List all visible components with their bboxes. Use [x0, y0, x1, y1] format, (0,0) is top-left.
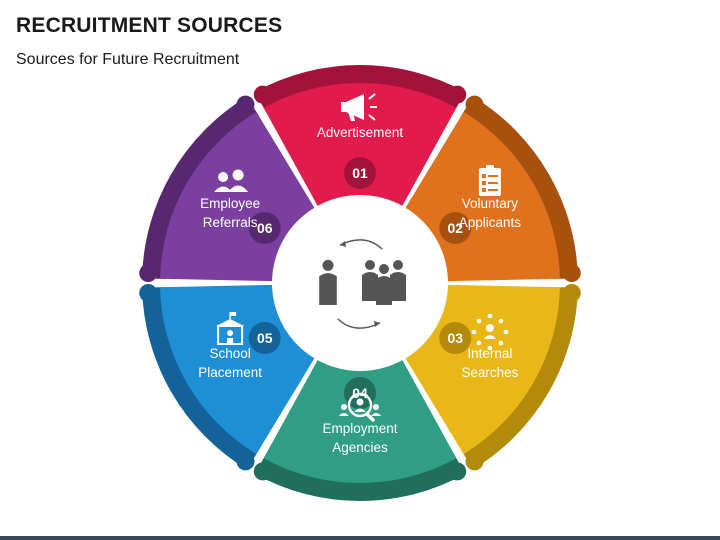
segment-label: Internal — [467, 346, 512, 361]
people-network-icon — [471, 313, 509, 351]
number-badge — [248, 212, 281, 244]
number-badge — [248, 322, 281, 354]
school-building-icon — [216, 312, 245, 345]
rim-knob — [448, 85, 467, 104]
segment-sector — [263, 360, 457, 483]
segment-label: Employment — [322, 421, 397, 436]
segment-label: Referrals — [203, 215, 258, 230]
rim-knob — [465, 452, 484, 471]
rim-knob — [236, 452, 255, 471]
segment-label: Advertisement — [317, 125, 404, 140]
rim-knob — [253, 85, 272, 104]
team-people-icon — [319, 239, 406, 329]
bottom-bar — [0, 536, 720, 540]
rim-knob — [236, 95, 255, 114]
rim-knob — [448, 462, 467, 481]
segment-sector — [263, 83, 457, 206]
megaphone-icon — [341, 93, 377, 121]
rim-knob — [465, 95, 484, 114]
application-form-icon — [478, 165, 501, 196]
segment-label: Searches — [461, 365, 518, 380]
number-badge — [439, 322, 472, 354]
magnifier-person-icon — [339, 392, 381, 422]
page-title: RECRUITMENT SOURCES — [16, 14, 283, 37]
rim-knob — [139, 283, 158, 302]
segment-number: 01 — [352, 165, 368, 181]
segment-label: Applicants — [459, 215, 522, 230]
rim-knob — [253, 462, 272, 481]
segment-label: School — [209, 346, 250, 361]
referral-people-icon — [214, 169, 249, 192]
segment-label: Placement — [198, 365, 262, 380]
segment-number: 02 — [447, 220, 463, 236]
center-hub — [274, 197, 446, 369]
page-subtitle: Sources for Future Recruitment — [16, 51, 240, 68]
segment-label: Agencies — [332, 440, 388, 455]
number-badge — [344, 157, 376, 189]
segment-label: Employee — [200, 196, 260, 211]
segment-number: 05 — [257, 330, 273, 346]
segment-01: 01 Advertisement — [253, 64, 467, 206]
segment-number: 03 — [447, 330, 463, 346]
segment-label: Voluntary — [462, 196, 519, 211]
segment-number: 06 — [257, 220, 273, 236]
rim-knob — [562, 283, 581, 302]
number-badge — [439, 212, 472, 244]
rim-knob — [562, 264, 581, 283]
rim-knob — [139, 264, 158, 283]
